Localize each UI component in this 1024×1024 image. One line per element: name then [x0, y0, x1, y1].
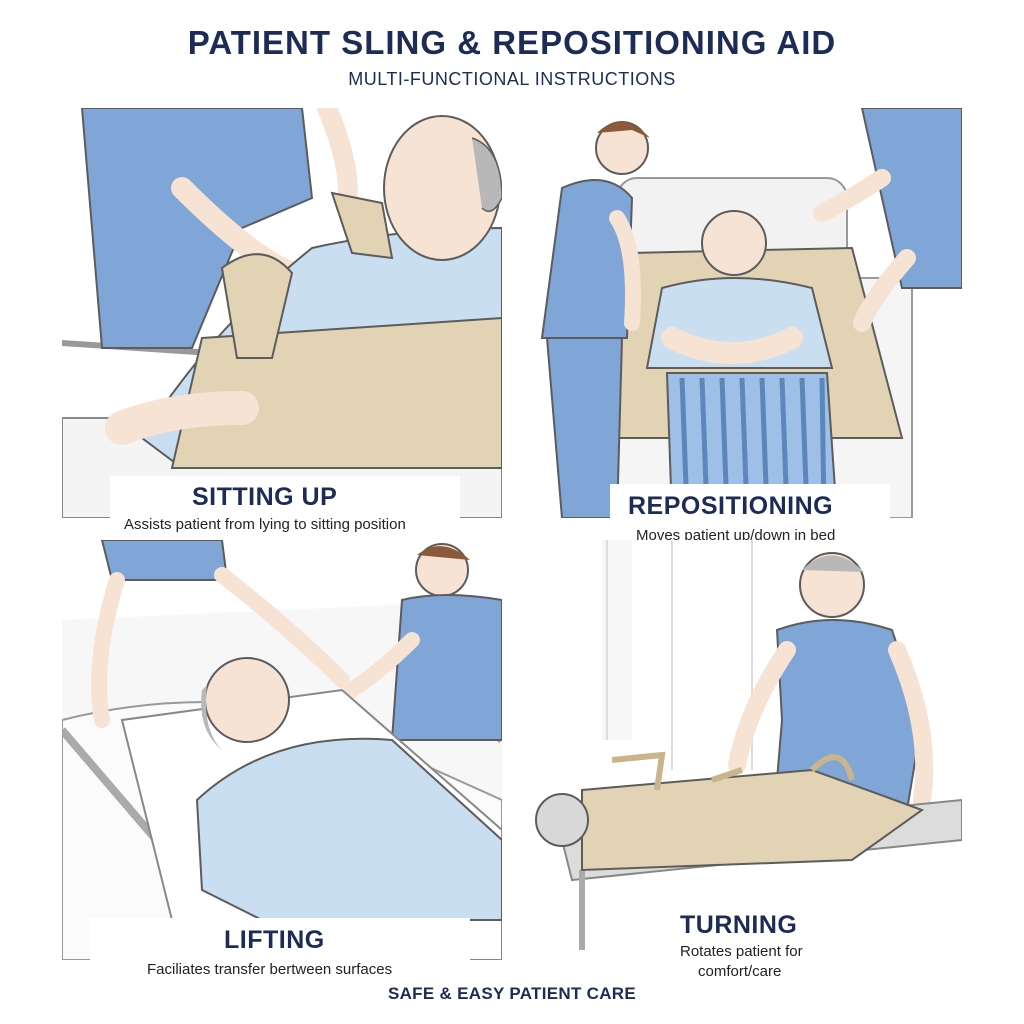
lifting-description: Faciliates transfer bertween surfaces: [147, 961, 393, 978]
sitting-up-heading: SITTING UP: [192, 483, 338, 511]
turning-illustration: [535, 540, 962, 950]
repositioning-heading: REPOSITIONING: [628, 492, 834, 520]
turning-description-line1: Rotates patient for: [680, 943, 803, 960]
panel-sitting-up: [62, 108, 502, 518]
sitting-up-description: Assists patient from lying to sitting po…: [124, 516, 406, 533]
panel-turning: [522, 540, 962, 960]
sitting-up-illustration: [62, 108, 502, 518]
caption-lifting: LIFTING Faciliates transfer bertween sur…: [90, 918, 470, 980]
caption-repositioning: REPOSITIONING Moves patient up/down in b…: [610, 484, 890, 546]
panel-lifting: [62, 540, 502, 960]
caption-sitting-up: SITTING UP Assists patient from lying to…: [110, 476, 460, 538]
repositioning-illustration: [540, 108, 962, 518]
lifting-illustration: [62, 540, 502, 960]
page-title: PATIENT SLING & REPOSITIONING AID: [187, 24, 837, 61]
panel-repositioning: [522, 108, 962, 518]
turning-heading: TURNING: [680, 911, 798, 939]
caption-turning: TURNING Rotates patient for comfort/care: [660, 905, 860, 983]
footer-tagline: SAFE & EASY PATIENT CARE: [387, 984, 637, 1003]
lifting-heading: LIFTING: [224, 926, 325, 954]
turning-description-line2: comfort/care: [698, 963, 782, 980]
repositioning-description: Moves patient up/down in bed: [636, 527, 836, 544]
page-subtitle: MULTI-FUNCTIONAL INSTRUCTIONS: [348, 69, 676, 89]
